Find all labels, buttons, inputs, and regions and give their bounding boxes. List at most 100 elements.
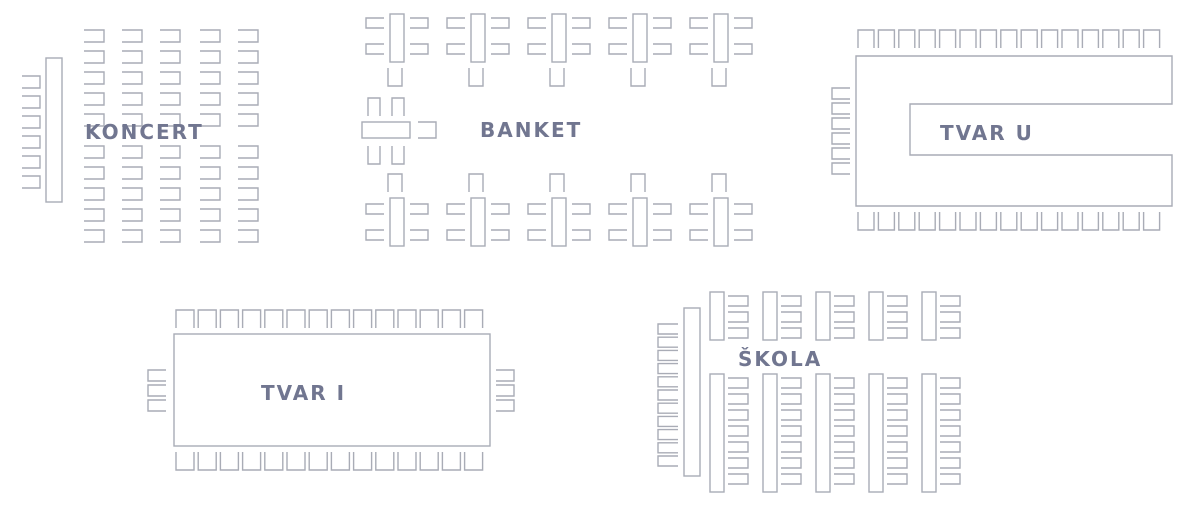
- chair: [834, 327, 855, 339]
- chair: [527, 43, 546, 55]
- chair: [122, 145, 143, 159]
- chair: [122, 229, 143, 243]
- label-koncert: KONCERT: [85, 120, 204, 144]
- chair: [834, 409, 855, 421]
- chair: [689, 229, 708, 241]
- chair: [122, 92, 143, 106]
- desk: [868, 291, 884, 341]
- chair: [877, 29, 896, 48]
- chair: [160, 208, 181, 222]
- chair: [1142, 29, 1161, 48]
- chair: [734, 229, 753, 241]
- chair: [1102, 29, 1120, 48]
- chair: [689, 43, 708, 55]
- chair: [463, 309, 484, 328]
- chair: [781, 393, 802, 405]
- chair: [857, 29, 875, 48]
- chair: [898, 29, 916, 48]
- label-tvar-i: TVAR I: [261, 381, 346, 405]
- desk: [762, 291, 778, 341]
- chair: [1081, 29, 1100, 48]
- chair: [728, 425, 749, 437]
- chair: [264, 309, 284, 328]
- label-banket: BANKET: [480, 118, 582, 142]
- table: [389, 197, 405, 247]
- chair: [898, 212, 916, 231]
- chair: [160, 113, 181, 127]
- chair: [365, 229, 384, 241]
- chair: [887, 295, 908, 307]
- chair: [238, 208, 259, 222]
- chair: [657, 323, 678, 335]
- u-shaped-table: [855, 55, 1173, 207]
- chair: [887, 425, 908, 437]
- chair: [446, 17, 465, 29]
- chair: [419, 452, 439, 471]
- chair: [834, 377, 855, 389]
- chair: [781, 441, 802, 453]
- chair: [728, 409, 749, 421]
- chair: [22, 115, 41, 129]
- chair: [734, 43, 753, 55]
- chair: [734, 203, 753, 215]
- chair: [940, 377, 961, 389]
- chair: [781, 473, 802, 485]
- chair: [887, 327, 908, 339]
- desk: [921, 291, 937, 341]
- chair: [657, 376, 678, 388]
- chair: [84, 113, 105, 127]
- chair: [728, 457, 749, 469]
- chair: [84, 92, 105, 106]
- chair: [572, 203, 591, 215]
- chair: [491, 17, 510, 29]
- chair: [728, 393, 749, 405]
- chair: [238, 113, 259, 127]
- chair: [657, 442, 678, 454]
- chair: [918, 212, 936, 231]
- chair: [938, 29, 957, 48]
- chair: [22, 155, 41, 169]
- chair: [308, 452, 328, 471]
- chair: [122, 166, 143, 180]
- chair: [781, 311, 802, 323]
- chair: [147, 384, 166, 397]
- chair: [940, 425, 961, 437]
- table: [551, 197, 567, 247]
- chair: [608, 17, 627, 29]
- chair: [84, 187, 105, 201]
- chair: [527, 203, 546, 215]
- table: [632, 13, 648, 63]
- chair: [940, 393, 961, 405]
- table: [632, 197, 648, 247]
- chair: [160, 166, 181, 180]
- label-tvar-u: TVAR U: [940, 121, 1034, 145]
- chair: [527, 229, 546, 241]
- chair: [286, 309, 306, 328]
- chair: [197, 309, 217, 328]
- chair: [1142, 212, 1161, 231]
- chair: [781, 377, 802, 389]
- desk: [921, 373, 937, 493]
- chair: [397, 309, 417, 328]
- chair: [160, 50, 181, 64]
- chair: [441, 452, 462, 471]
- chair: [959, 212, 977, 231]
- chair: [831, 102, 850, 115]
- chair: [22, 135, 41, 149]
- chair: [352, 309, 373, 328]
- table: [389, 13, 405, 63]
- chair: [496, 399, 515, 412]
- chair: [887, 409, 908, 421]
- chair: [391, 146, 405, 165]
- chair: [367, 97, 381, 116]
- chair: [834, 457, 855, 469]
- chair: [1040, 212, 1059, 231]
- chair: [22, 175, 41, 189]
- chair: [200, 208, 221, 222]
- chair: [84, 166, 105, 180]
- chair: [238, 92, 259, 106]
- chair: [122, 208, 143, 222]
- chair: [122, 187, 143, 201]
- chair: [365, 43, 384, 55]
